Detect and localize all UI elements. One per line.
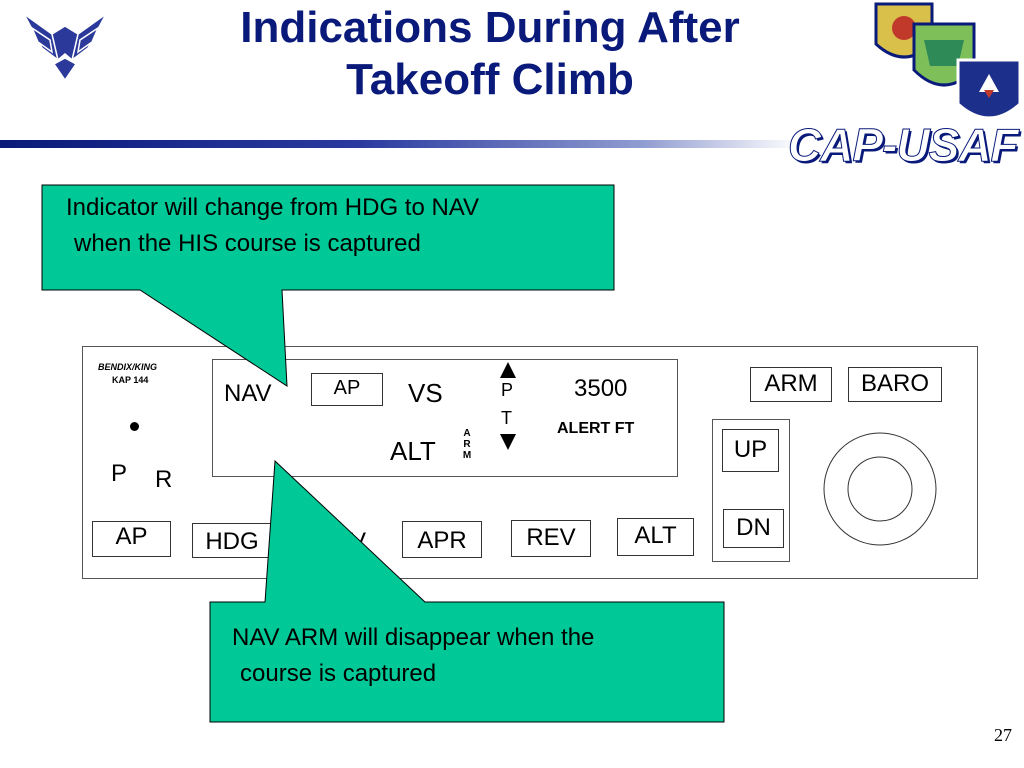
callout-top-line-2: when the HIS course is captured <box>74 230 421 257</box>
callout-bottom-shape <box>209 459 725 723</box>
callout-top-line-1: Indicator will change from HDG to NAV <box>66 194 480 221</box>
indicator-dot <box>130 422 139 431</box>
hdg-button[interactable]: HDG <box>192 523 272 558</box>
r-label: R <box>155 466 173 493</box>
display-nav: NAV <box>224 380 272 407</box>
command-shields-logo <box>874 2 1022 120</box>
annunciator-display <box>212 359 678 477</box>
pitch-down-arrow-icon <box>500 434 516 450</box>
ap-button[interactable]: AP <box>92 521 171 557</box>
display-vs: VS <box>408 378 443 408</box>
title-line-1: Indications During After <box>240 3 740 52</box>
cap-usaf-logo: CAP-USAF <box>788 119 1020 172</box>
callout-top-shape <box>41 184 615 387</box>
baro-button[interactable]: BARO <box>848 367 942 402</box>
display-alert-ft: ALERT FT <box>557 420 635 437</box>
up-button[interactable]: UP <box>722 429 779 472</box>
p-label: P <box>111 460 128 487</box>
pitch-up-arrow-icon <box>500 362 516 378</box>
autopilot-panel <box>82 346 978 579</box>
vertical-trim-group <box>712 419 790 562</box>
page-number: 27 <box>994 725 1012 745</box>
display-alt: ALT <box>390 436 436 466</box>
display-ap-box: AP <box>311 373 383 406</box>
callout-bottom-line-1: NAV ARM will disappear when the <box>232 624 595 651</box>
apr-button[interactable]: APR <box>402 521 482 558</box>
baro-knob-icon[interactable] <box>822 431 938 547</box>
header-rule <box>0 140 800 148</box>
display-arm-vertical: ARM <box>462 428 472 461</box>
panel-model: KAP 144 <box>112 375 149 385</box>
air-force-symbol-icon <box>23 13 107 82</box>
dn-button[interactable]: DN <box>723 509 784 548</box>
display-pt-p: P <box>501 380 514 400</box>
panel-maker: BENDIX/KING <box>98 362 158 372</box>
display-altitude: 3500 <box>574 375 628 402</box>
display-pt-t: T <box>501 408 512 428</box>
alt-button[interactable]: ALT <box>617 518 694 556</box>
arm-button[interactable]: ARM <box>750 367 832 402</box>
callout-bottom-line-2: course is captured <box>240 660 437 687</box>
title-line-2: Takeoff Climb <box>346 55 634 104</box>
slide-title: Indications During After Takeoff Climb <box>170 2 810 106</box>
rev-button[interactable]: REV <box>511 520 591 557</box>
